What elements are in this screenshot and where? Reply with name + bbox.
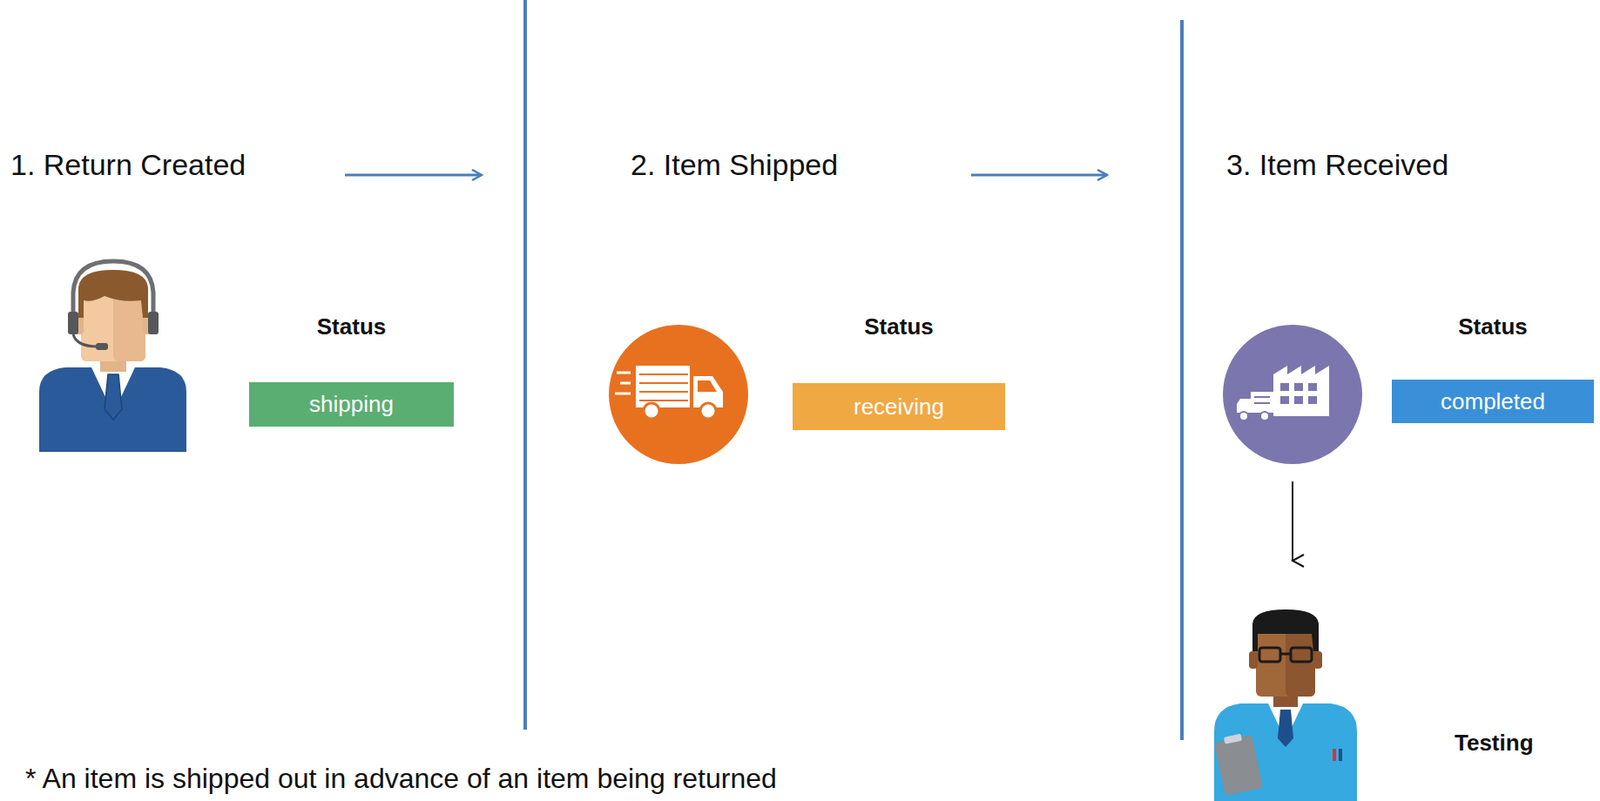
status-heading: Status xyxy=(864,313,933,340)
status-group: Status completed xyxy=(1391,313,1594,424)
flow-arrow xyxy=(971,174,1108,177)
divider-line xyxy=(1180,20,1184,741)
status-group: Status receiving xyxy=(792,313,1006,431)
warehouse-icon xyxy=(1222,324,1363,465)
divider-line xyxy=(523,0,527,730)
step-title: 1. Return Created xyxy=(10,148,246,183)
flow-arrow xyxy=(344,174,482,177)
status-group: Status shipping xyxy=(249,313,454,427)
status-badge: shipping xyxy=(249,382,454,427)
status-text: shipping xyxy=(309,391,394,418)
status-badge: completed xyxy=(1391,379,1594,424)
status-badge: receiving xyxy=(792,383,1006,431)
status-text: receiving xyxy=(853,393,945,420)
truck-icon xyxy=(608,324,749,465)
tester-icon xyxy=(1214,609,1357,801)
step-title: 2. Item Shipped xyxy=(630,148,838,183)
status-heading: Status xyxy=(1458,313,1527,340)
footnote: * An item is shipped out in advance of a… xyxy=(25,762,777,796)
status-text: completed xyxy=(1440,388,1546,415)
status-heading: Status xyxy=(317,313,386,340)
down-arrow xyxy=(1291,481,1294,561)
role-label: Testing xyxy=(1454,729,1534,757)
step-title: 3. Item Received xyxy=(1226,148,1449,183)
agent-icon xyxy=(39,261,187,453)
